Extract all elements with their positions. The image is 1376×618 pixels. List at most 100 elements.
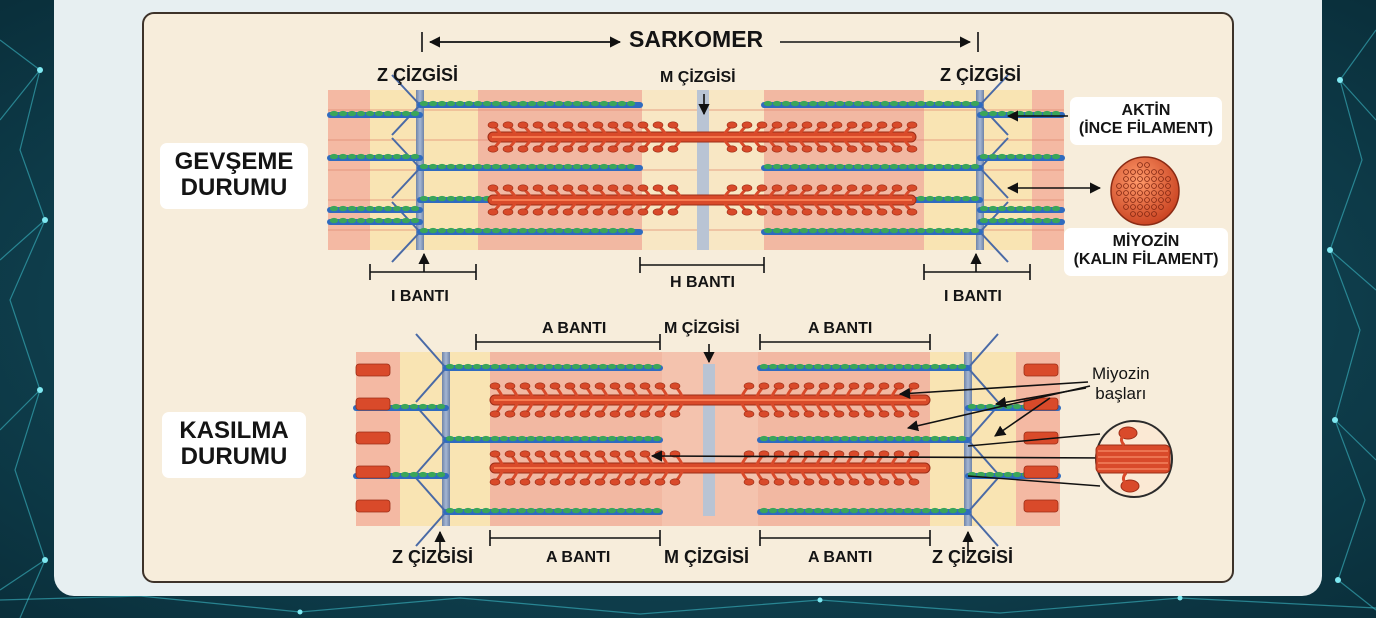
relaxed-myosin-bottom-head: [592, 208, 604, 216]
relaxed-actin-right-bead: [952, 163, 962, 170]
relaxed-actin-right-bead: [907, 100, 917, 107]
relaxed-actin-outer-right-bead: [988, 205, 998, 212]
contracted-outer-myosin-left: [355, 499, 391, 513]
contracted-myosin-bottom-head: [758, 478, 770, 486]
contracted-myosin-bottom-head: [594, 450, 606, 458]
contracted-actin-left-bead: [580, 435, 590, 442]
relaxed-actin-outer-right-bead: [1006, 153, 1016, 160]
contracted-actin-right-bead: [867, 435, 877, 442]
myosin-cross-section-fiber: [1130, 197, 1136, 203]
contracted-myosin-top-head: [893, 410, 905, 418]
contracted-actin-right-bead: [768, 435, 778, 442]
relaxed-actin-left-bead: [599, 163, 609, 170]
contracted-actin-right-bead: [786, 363, 796, 370]
myosin-cross-section-fiber: [1151, 204, 1157, 210]
contracted-actin-right-bead: [840, 435, 850, 442]
myosin-cross-section-fiber: [1130, 190, 1136, 196]
relaxed-actin-left-bead: [536, 100, 546, 107]
contracted-z-anchor: [967, 333, 999, 403]
contracted-myosin-bottom-head: [639, 478, 651, 486]
contracted-actin-right-bead: [912, 435, 922, 442]
contracted-actin-left-bead: [463, 507, 473, 514]
contracted-myosin-top-head: [773, 410, 785, 418]
relaxed-actin-left-bead: [572, 227, 582, 234]
relaxed-actin-outer-right-bead: [1042, 205, 1052, 212]
contracted-myosin-bottom-head: [534, 478, 546, 486]
relaxed-myosin-bottom-head: [786, 208, 798, 216]
relaxed-actin-right-bead: [952, 227, 962, 234]
relaxed-title-line1: GEVŞEME: [174, 148, 294, 175]
contracted-myosin-bottom-head: [609, 478, 621, 486]
relaxed-z-anchor: [391, 74, 421, 136]
relaxed-actin-left-bead: [419, 195, 429, 202]
relaxed-title-line2: DURUMU: [180, 174, 288, 202]
contracted-actin-left-bead: [571, 435, 581, 442]
relaxed-actin-right-bead: [862, 163, 872, 170]
contracted-myosin-bottom-head: [848, 478, 860, 486]
contracted-actin-right-bead: [840, 507, 850, 514]
contracted-actin-right-bead: [930, 435, 940, 442]
relaxed-actin-left-bead: [455, 100, 465, 107]
myosin-heads-pointer-4: [994, 397, 1051, 437]
relaxed-actin-left-bead: [446, 195, 456, 202]
relaxed-myosin-bottom-head: [861, 208, 873, 216]
relaxed-myosin-top-head: [756, 145, 768, 153]
relaxed-actin-left-bead: [617, 163, 627, 170]
relaxed-actin-right-bead: [934, 195, 944, 202]
contracted-actin-left-bead: [535, 363, 545, 370]
contracted-myosin-bottom-head: [564, 478, 576, 486]
relaxed-actin-left-bead: [473, 163, 483, 170]
relaxed-actin-right-bead: [844, 227, 854, 234]
relaxed-myosin-top-head: [502, 145, 514, 153]
contracted-actin-outer-right-bead: [1003, 471, 1013, 478]
contracted-actin-left-bead: [634, 435, 644, 442]
relaxed-actin-right-bead: [961, 100, 971, 107]
relaxed-actin-outer-right-bead: [997, 217, 1007, 224]
contracted-actin-right-bead: [822, 507, 832, 514]
relaxed-actin-outer-left-bead: [365, 217, 375, 224]
relaxed-actin-outer-left-bead: [347, 110, 357, 117]
relaxed-actin-right-bead: [817, 227, 827, 234]
relaxed-actin-right-bead: [970, 195, 980, 202]
relaxed-actin-right-bead: [943, 195, 953, 202]
myosin-cross-section-fiber: [1144, 211, 1150, 217]
relaxed-myosin-top-head: [726, 145, 738, 153]
myosin-cross-section-fiber: [1151, 197, 1157, 203]
contracted-actin-outer-left-bead: [391, 471, 401, 478]
contracted-myosin-top-head: [833, 382, 845, 390]
relaxed-myosin-top-head: [861, 145, 873, 153]
relaxed-z-line-left-label: Z ÇİZGİSİ: [377, 65, 458, 85]
contracted-myosin-top-head: [773, 382, 785, 390]
relaxed-actin-right-bead: [790, 100, 800, 107]
relaxed-actin-outer-left-bead: [347, 217, 357, 224]
relaxed-actin-right-bead: [781, 227, 791, 234]
myosin-heads-line2: başları: [1095, 384, 1147, 404]
contracted-actin-left-bead: [499, 435, 509, 442]
relaxed-actin-right-bead: [853, 163, 863, 170]
relaxed-actin-outer-left-bead: [410, 217, 420, 224]
contracted-myosin-top-head: [609, 410, 621, 418]
contracted-actin-left-bead: [598, 507, 608, 514]
relaxed-actin-left-bead: [446, 227, 456, 234]
contracted-actin-left-bead: [445, 435, 455, 442]
contracted-actin-left-bead: [553, 435, 563, 442]
relaxed-actin-outer-left-bead: [356, 110, 366, 117]
relaxed-actin-right-bead: [808, 163, 818, 170]
relaxed-actin-outer-right-bead: [997, 153, 1007, 160]
relaxed-myosin-top-head: [801, 121, 813, 129]
relaxed-actin-outer-right-bead: [1051, 110, 1061, 117]
relaxed-myosin-top-head: [816, 121, 828, 129]
relaxed-actin-outer-right-bead: [1033, 217, 1043, 224]
contracted-m-line-bottom-label: M ÇİZGİSİ: [664, 547, 749, 567]
myosin-cross-section-fiber: [1130, 183, 1136, 189]
relaxed-actin-outer-left-bead: [338, 217, 348, 224]
contracted-outer-myosin-right: [1023, 465, 1059, 479]
relaxed-myosin-bottom-head: [547, 208, 559, 216]
contracted-actin-left-bead: [481, 507, 491, 514]
relaxed-actin-outer-right-bead: [1015, 153, 1025, 160]
relaxed-actin-right-bead: [961, 163, 971, 170]
contracted-actin-outer-left-bead: [400, 471, 410, 478]
contracted-actin-left-bead: [616, 435, 626, 442]
relaxed-actin-left-bead: [446, 163, 456, 170]
relaxed-actin-left-bead: [599, 227, 609, 234]
